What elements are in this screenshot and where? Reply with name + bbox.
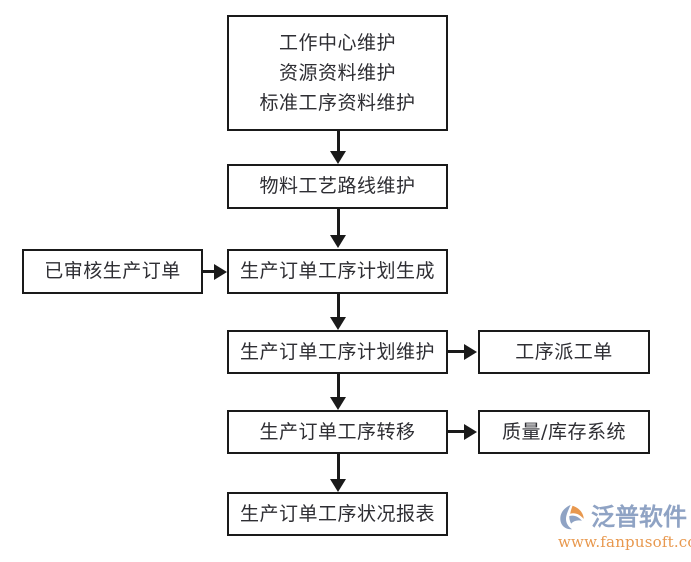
arrow-head-down-icon <box>330 235 346 248</box>
node-quality-stock[interactable]: 质量/库存系统 <box>478 410 650 454</box>
watermark-url-text: www.fanpusoft.com <box>558 533 691 551</box>
node-basic-data-line-2: 资源资料维护 <box>278 61 396 84</box>
edge-line <box>337 209 340 236</box>
arrow-head-down-icon <box>330 317 346 330</box>
node-basic-data[interactable]: 工作中心维护 资源资料维护 标准工序资料维护 <box>227 15 448 131</box>
arrow-head-right-icon <box>214 264 227 280</box>
edge-line <box>448 430 466 433</box>
node-dispatch-order[interactable]: 工序派工单 <box>478 330 650 374</box>
arrow-head-down-icon <box>330 397 346 410</box>
edge-line <box>448 350 466 353</box>
node-approved-order[interactable]: 已审核生产订单 <box>22 249 203 294</box>
node-plan-generate-label: 生产订单工序计划生成 <box>239 260 435 283</box>
edge-line <box>337 454 340 480</box>
edge-line <box>337 374 340 398</box>
fanpu-logo-icon <box>560 504 584 530</box>
node-transfer[interactable]: 生产订单工序转移 <box>227 410 448 454</box>
node-basic-data-line-3: 标准工序资料维护 <box>259 92 416 114</box>
node-routing-label: 物料工艺路线维护 <box>259 175 416 198</box>
node-plan-maintain-label: 生产订单工序计划维护 <box>239 340 435 363</box>
edge-line <box>337 294 340 318</box>
edge-line <box>337 131 340 152</box>
node-plan-maintain[interactable]: 生产订单工序计划维护 <box>227 330 448 374</box>
watermark-brand-row: 泛普软件 <box>558 500 688 534</box>
node-dispatch-order-label: 工序派工单 <box>515 340 613 363</box>
node-routing[interactable]: 物料工艺路线维护 <box>227 164 448 209</box>
node-plan-generate[interactable]: 生产订单工序计划生成 <box>227 249 448 294</box>
node-basic-data-line-1: 工作中心维护 <box>278 31 396 54</box>
edge-line <box>203 270 217 273</box>
arrow-head-right-icon <box>464 344 477 360</box>
node-transfer-label: 生产订单工序转移 <box>259 420 416 443</box>
arrow-head-down-icon <box>330 479 346 492</box>
arrow-head-down-icon <box>330 151 346 164</box>
arrow-head-right-icon <box>464 424 477 440</box>
node-quality-stock-label: 质量/库存系统 <box>502 420 626 443</box>
node-status-report-label: 生产订单工序状况报表 <box>239 502 435 525</box>
node-approved-order-label: 已审核生产订单 <box>44 260 181 283</box>
node-status-report[interactable]: 生产订单工序状况报表 <box>227 492 448 536</box>
watermark: 泛普软件 www.fanpusoft.com <box>558 500 691 556</box>
watermark-brand-text: 泛普软件 <box>591 503 687 531</box>
